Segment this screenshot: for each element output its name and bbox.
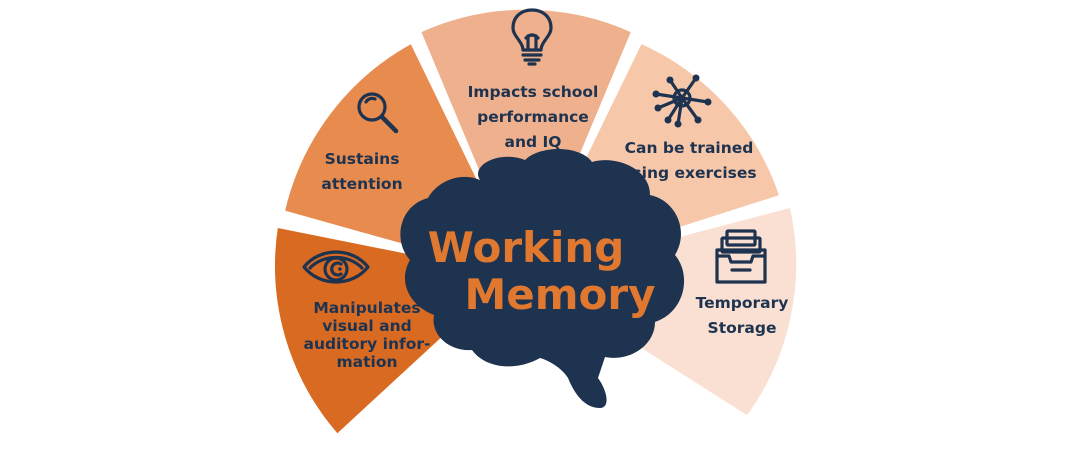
lightbulb-icon (511, 8, 553, 66)
network-icon (652, 74, 712, 128)
label-school-line-1: Impacts school (468, 83, 599, 101)
label-school-line-3: and IQ (505, 133, 562, 151)
label-storage-line-1: Temporary (696, 294, 789, 312)
brain-shape (400, 148, 685, 408)
label-storage-line-2: Storage (708, 319, 777, 337)
title-memory: Memory (465, 270, 656, 319)
label-attention-line-2: attention (321, 175, 402, 193)
label-trained-line-1: Can be trained (625, 139, 754, 157)
label-manipulates-line-1: Manipulates (313, 299, 420, 317)
magnifier-icon (357, 92, 399, 134)
file-box-icon (715, 229, 767, 284)
label-attention-line-1: Sustains (325, 150, 400, 168)
title-working: Working (428, 223, 625, 272)
label-school-line-2: performance (477, 108, 589, 126)
label-manipulates-line-4: mation (336, 353, 397, 371)
label-trained-line-2: using exercises (621, 164, 756, 182)
label-manipulates-line-2: visual and (322, 317, 411, 335)
label-manipulates-line-3: auditory infor- (304, 335, 431, 353)
eye-icon (302, 250, 370, 284)
